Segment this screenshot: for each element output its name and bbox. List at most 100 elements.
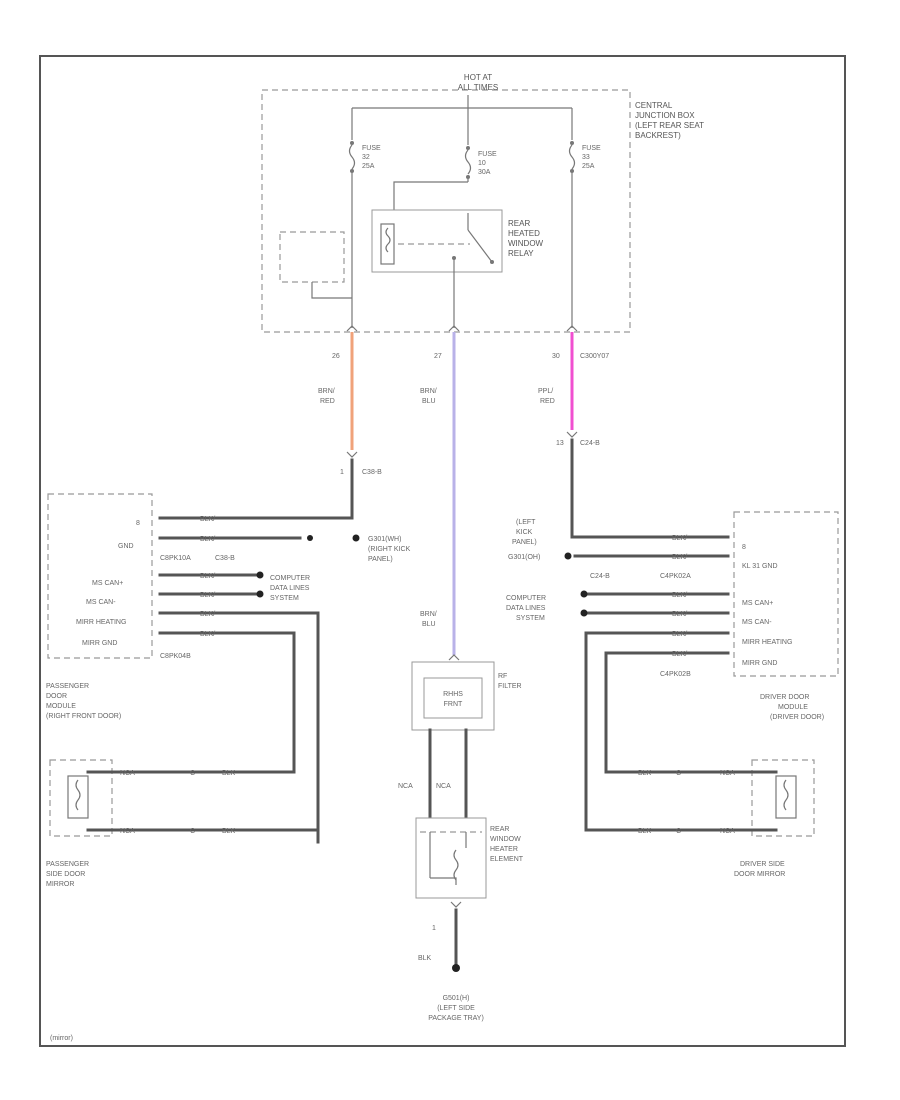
power-label-2: ALL TIMES — [458, 83, 498, 92]
fuse-32-number: 32 — [362, 154, 370, 161]
dsm-label-2: DOOR MIRROR — [734, 871, 785, 878]
ground-label-3: PACKAGE TRAY) — [428, 1015, 484, 1022]
c38b-label: C38-B — [362, 469, 382, 476]
ddm-conn-mid: C24-B — [590, 573, 610, 580]
fuse-10-number: 10 — [478, 160, 486, 167]
rear-window-heater-element: REAR WINDOW HEATER ELEMENT — [415, 817, 524, 899]
power-label-1: HOT AT — [464, 73, 492, 82]
ddm-pin-label: MS CAN+ — [742, 600, 773, 607]
psm-label-1: PASSENGER — [46, 861, 89, 868]
psm-conn-2: C — [190, 828, 195, 835]
cjb-connector-pins: 26 27 30 C300Y07 — [332, 325, 609, 360]
ddm-pin-label: 8 — [742, 544, 746, 551]
psm-label-3: MIRROR — [46, 881, 74, 888]
ddm-wire-label: BLK/ — [672, 651, 687, 658]
rf-inner-2: FRNT — [444, 701, 463, 708]
ground-label-1: G501(H) — [443, 995, 470, 1002]
ddm-wire-label: BLK/ — [672, 535, 687, 542]
diagram-frame — [39, 55, 846, 1047]
ddm-title-3: (DRIVER DOOR) — [770, 714, 824, 721]
ddm-wire-label: BLK/ — [672, 631, 687, 638]
pin-left-label: 26 — [332, 353, 340, 360]
pdm-wire-label: BLK/ — [200, 592, 215, 599]
dsm-wire-3: BLK — [638, 828, 652, 835]
pdm-wire-label: BLK/ — [200, 631, 215, 638]
ddm-conn-a: C4PK02A — [660, 573, 691, 580]
fuse-10-label: FUSE — [478, 151, 497, 158]
fuse-33: FUSE 33 25A — [568, 141, 601, 173]
wire-right-color-a: PPL/ — [538, 388, 553, 395]
pdm-pin-label: MIRR HEATING — [76, 619, 126, 626]
ground-wire-label: BLK — [418, 955, 432, 962]
ddm-splice-3: PANEL) — [512, 539, 537, 546]
fuse-33-number: 33 — [582, 154, 590, 161]
pdm-title-4: (RIGHT FRONT DOOR) — [46, 713, 121, 720]
wire-rw-left: NCA — [398, 783, 413, 790]
rf-label-2: FILTER — [498, 683, 522, 690]
pin-mid-label: 27 — [434, 353, 442, 360]
pdm-pin-label: MIRR GND — [82, 640, 117, 647]
ddm-wire-label: BLK/ — [672, 592, 687, 599]
wire-left-color-b: RED — [320, 398, 335, 405]
fuse-10: FUSE 10 30A — [464, 146, 497, 179]
central-junction-box: HOT AT ALL TIMES CENTRAL JUNCTION BOX (L… — [261, 73, 704, 333]
rf-filter: RHHS FRNT RF FILTER — [411, 654, 522, 731]
relay-label-4: RELAY — [508, 249, 534, 258]
rwh-label-1: REAR — [490, 826, 509, 833]
pdm-conn-a: C8PK10A — [160, 555, 191, 562]
ground-label-2: (LEFT SIDE — [437, 1005, 475, 1012]
passenger-door-module: 8 GND MS CAN+ MS CAN- MIRR HEATING MIRR … — [46, 493, 235, 720]
pdm-title-1: PASSENGER — [46, 683, 89, 690]
pdm-title-2: DOOR — [46, 693, 67, 700]
rwh-label-4: ELEMENT — [490, 856, 524, 863]
dsm-wire-2: NCA — [720, 770, 735, 777]
ddm-title-1: DRIVER DOOR — [760, 694, 809, 701]
psm-wire-4: BLK — [222, 828, 236, 835]
cjb-label-2: JUNCTION BOX — [635, 111, 695, 120]
ddm-pin-label: MIRR HEATING — [742, 639, 792, 646]
ddm-pin-label: MIRR GND — [742, 660, 777, 667]
psm-label-2: SIDE DOOR — [46, 871, 85, 878]
fuse-32-rating: 25A — [362, 163, 375, 170]
pdm-conn-b: C8PK04B — [160, 653, 191, 660]
ddm-wires: BLK/ BLK/ BLK/ BLK/ BLK/ BLK/ (LEFT KICK… — [506, 519, 730, 832]
rear-heated-window-relay: REAR HEATED WINDOW RELAY — [371, 179, 544, 328]
pdm-splice-2: PANEL) — [368, 556, 393, 563]
driver-side-door-mirror: BLK C NCA BLK C NCA DRIVER SIDE DOOR MIR… — [584, 759, 815, 878]
pdm-comp-2: DATA LINES — [270, 585, 310, 592]
pdm-splice: G301(WH) — [368, 536, 401, 543]
rwh-label-3: HEATER — [490, 846, 518, 853]
rwh-pin: 1 — [432, 925, 436, 932]
rwh-label-2: WINDOW — [490, 836, 521, 843]
pdm-wires: BLK/ BLK/ BLK/ BLK/ BLK/ BLK/ G301(WH) (… — [158, 513, 411, 844]
pdm-wire-label: BLK/ — [200, 611, 215, 618]
wire-right-color-b: RED — [540, 398, 555, 405]
rf-label-1: RF — [498, 673, 507, 680]
wire-mid-color-b: BLU — [422, 398, 436, 405]
psm-wire-2: BLK — [222, 770, 236, 777]
ddm-wire-label: BLK/ — [672, 611, 687, 618]
ddm-comp-3: SYSTEM — [516, 615, 545, 622]
passenger-side-door-mirror: NCA C BLK NCA C BLK PASSENGER SIDE DOOR … — [46, 759, 320, 888]
psm-wire-1: NCA — [120, 770, 135, 777]
cjb-label-4: BACKREST) — [635, 131, 681, 140]
c38b-pin: 1 — [340, 469, 344, 476]
connector-c24b: 13 C24-B — [556, 431, 600, 447]
cjb-label-1: CENTRAL — [635, 101, 673, 110]
pdm-comp-3: SYSTEM — [270, 595, 299, 602]
connector-c38b: 1 C38-B — [340, 451, 382, 476]
ddm-title-2: MODULE — [778, 704, 808, 711]
rf-inner-1: RHHS — [443, 691, 463, 698]
dsm-conn-1: C — [676, 770, 681, 777]
wire-left-color-a: BRN/ — [318, 388, 335, 395]
footer-code: (mirror) — [50, 1035, 73, 1042]
fuse-32: FUSE 32 25A — [348, 141, 381, 173]
pdm-pin-label: MS CAN+ — [92, 580, 123, 587]
ddm-comp-2: DATA LINES — [506, 605, 546, 612]
pdm-pin-label: GND — [118, 543, 134, 550]
wire-mid2-color-a: BRN/ — [420, 611, 437, 618]
driver-door-module: 8 KL 31 GND MS CAN+ MS CAN- MIRR HEATING… — [590, 511, 839, 721]
ddm-pin-label: KL 31 GND — [742, 563, 778, 570]
c24b-pin: 13 — [556, 440, 564, 447]
